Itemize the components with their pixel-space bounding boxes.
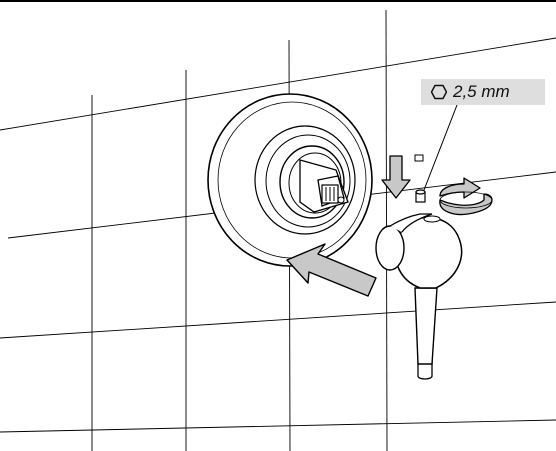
- hex-key-size-label: 2,5 mm: [453, 82, 510, 101]
- rotation-arrow: [439, 177, 493, 216]
- hex-key-size-callout: 2,5 mm: [421, 79, 545, 105]
- set-screw: [415, 189, 426, 203]
- lever-handle: [375, 213, 463, 380]
- hex-key-icon: [431, 84, 447, 100]
- down-arrow: [381, 155, 411, 199]
- push-arrow: [286, 243, 377, 297]
- set-screw-top: [414, 154, 424, 162]
- valve-cartridge: [279, 145, 349, 219]
- callout-leader: [423, 104, 458, 191]
